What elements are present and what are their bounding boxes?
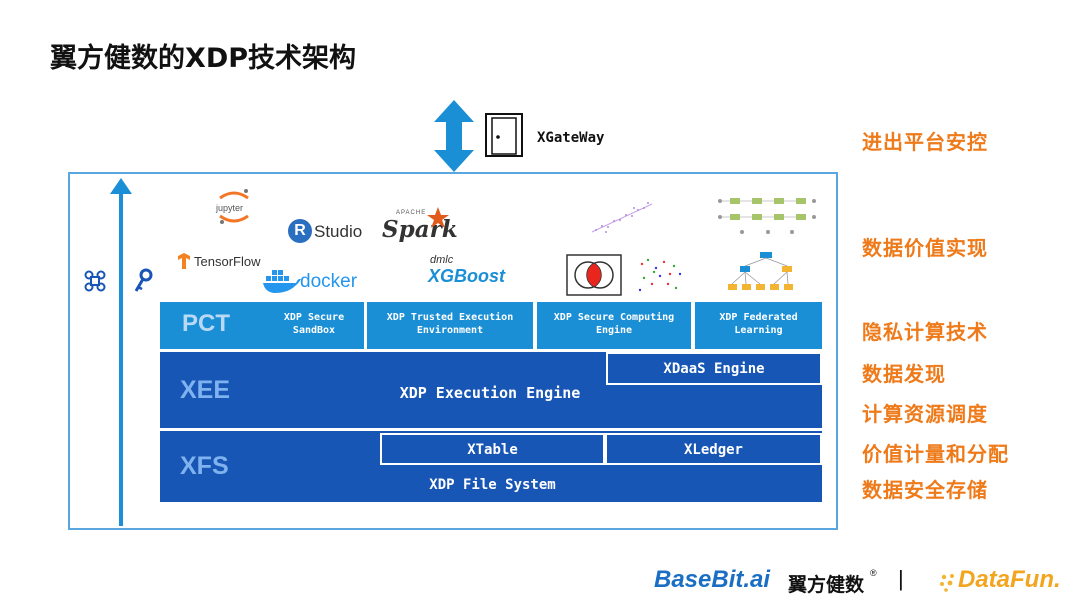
tensorflow-logo-icon <box>178 253 190 269</box>
xdaas-engine-block: XDaaS Engine <box>606 352 822 385</box>
pct-cell-federated: XDP Federated Learning <box>695 302 822 349</box>
spark-star-icon <box>427 207 449 228</box>
door-icon <box>485 113 523 157</box>
gateway-label: XGateWay <box>537 130 605 146</box>
spark-apache-label: APACHE <box>396 210 427 216</box>
pct-block <box>160 302 364 349</box>
side-label-data-value: 数据价值实现 <box>862 236 988 260</box>
xee-main-label: XDP Execution Engine <box>399 384 581 402</box>
venn-diagram-icon <box>566 254 622 296</box>
xledger-block: XLedger <box>605 433 822 465</box>
xtable-block: XTable <box>380 433 605 465</box>
cluster-plot-thumbnail-icon <box>638 258 682 292</box>
jupyter-label: jupyter <box>216 203 244 213</box>
pct-cell-tee: XDP Trusted Execution Environment <box>367 302 533 349</box>
rstudio-r-icon: R <box>288 219 312 243</box>
pct-cell-line1: XDP Trusted Execution <box>386 312 514 323</box>
pct-cell-sandbox: XDP Secure SandBox <box>264 302 364 349</box>
network-diagram-thumbnail-icon <box>718 198 816 234</box>
pct-cell-line2: Engine <box>595 325 633 336</box>
xfs-main-label: XDP File System <box>429 477 556 493</box>
xgboost-label: XGBoost <box>428 266 506 286</box>
footer-separator: | <box>898 566 904 591</box>
scatter-plot-thumbnail-icon <box>591 202 653 233</box>
pct-cell-line1: XDP Secure <box>283 312 345 323</box>
architecture-frame <box>68 172 838 530</box>
tree-diagram-thumbnail-icon <box>728 252 793 290</box>
pct-cell-secure-computing: XDP Secure Computing Engine <box>537 302 691 349</box>
side-label-data-discovery: 数据发现 <box>862 362 946 386</box>
company-name: 翼方健数 <box>788 574 865 596</box>
tensorflow-label: TensorFlow <box>194 254 261 269</box>
gateway-double-arrow-icon <box>434 100 474 172</box>
basebit-logo: BaseBit.ai <box>654 566 771 593</box>
pct-cell-line2: Learning <box>734 325 783 336</box>
xgboost-dmlc-label: dmlc <box>430 254 454 266</box>
pct-cell-line2: Environment <box>416 325 484 336</box>
jupyter-logo-icon <box>219 189 249 224</box>
side-label-privacy-computing: 隐私计算技术 <box>862 320 988 344</box>
page-title: 翼方健数的XDP技术架构 <box>50 43 357 74</box>
pct-cell-line1: XDP Federated <box>719 312 798 323</box>
spark-label: Spark <box>382 216 458 243</box>
registered-mark: ® <box>870 568 877 578</box>
command-icon <box>84 270 106 292</box>
key-icon <box>134 268 153 292</box>
xfs-label: XFS <box>180 452 229 480</box>
datafun-dots-icon <box>940 574 954 592</box>
side-label-resource-scheduling: 计算资源调度 <box>862 402 988 426</box>
rstudio-label: Studio <box>314 222 363 241</box>
side-label-access-control: 进出平台安控 <box>862 130 988 154</box>
pct-label: PCT <box>182 310 230 337</box>
xee-label: XEE <box>180 376 231 404</box>
docker-label: docker <box>300 271 358 292</box>
vertical-up-arrow-icon <box>110 178 132 526</box>
pct-cell-line1: XDP Secure Computing <box>553 312 675 323</box>
docker-whale-icon <box>263 270 301 293</box>
side-label-secure-storage: 数据安全存储 <box>862 478 988 502</box>
pct-cell-line2: SandBox <box>292 325 336 336</box>
side-label-value-metering: 价值计量和分配 <box>862 442 1009 466</box>
datafun-logo: DataFun. <box>958 566 1061 593</box>
